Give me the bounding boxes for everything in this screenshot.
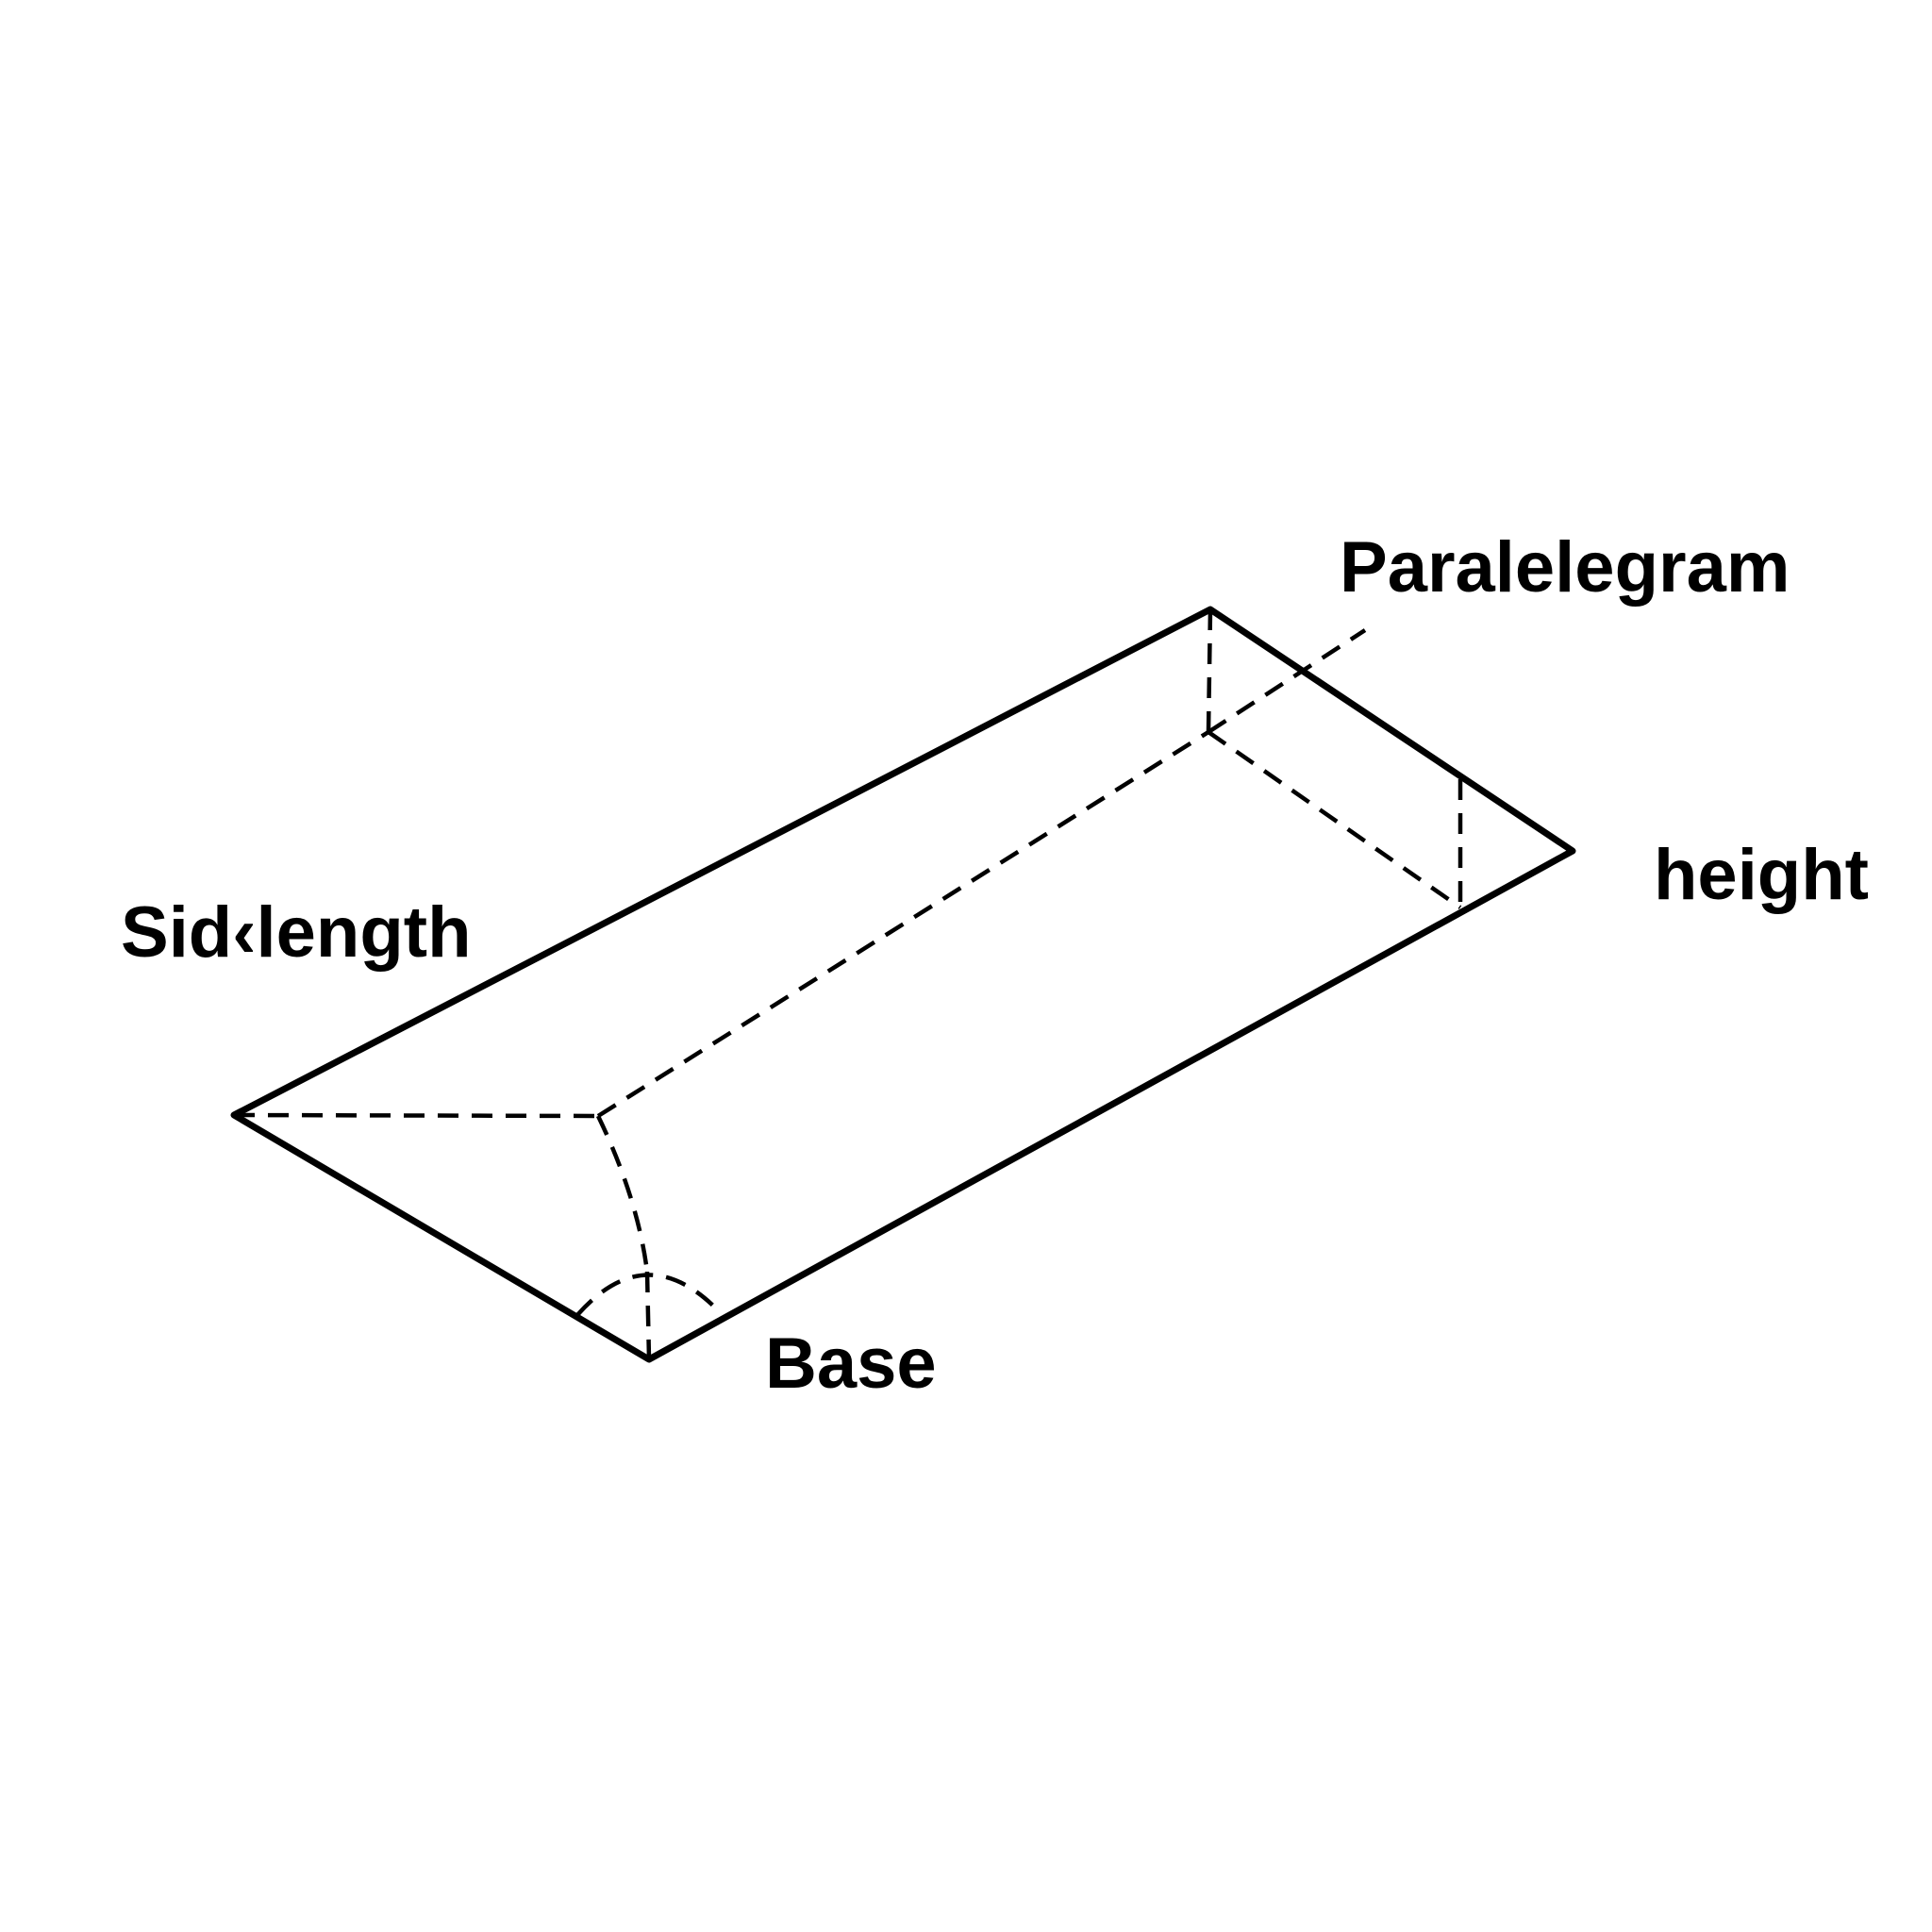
base-vertical-marker	[644, 1271, 652, 1360]
label-side-length: Sid‹length	[121, 892, 472, 973]
hidden-edge-left-horizontal	[233, 1112, 599, 1119]
hidden-edge-long-diagonal	[596, 730, 1210, 1118]
label-base: Base	[765, 1324, 937, 1404]
hidden-edge-curved-drop	[595, 1115, 650, 1273]
outer-parallelogram-outline	[230, 606, 1576, 1363]
label-paralelegram: Paralelegram	[1340, 527, 1790, 608]
hidden-edge-top-vertical	[1206, 608, 1213, 733]
hidden-edge-leader-extension	[1207, 628, 1367, 734]
hidden-edge-right-slant	[1207, 730, 1462, 909]
label-height: height	[1654, 835, 1869, 915]
base-angle-arc	[575, 1273, 723, 1317]
